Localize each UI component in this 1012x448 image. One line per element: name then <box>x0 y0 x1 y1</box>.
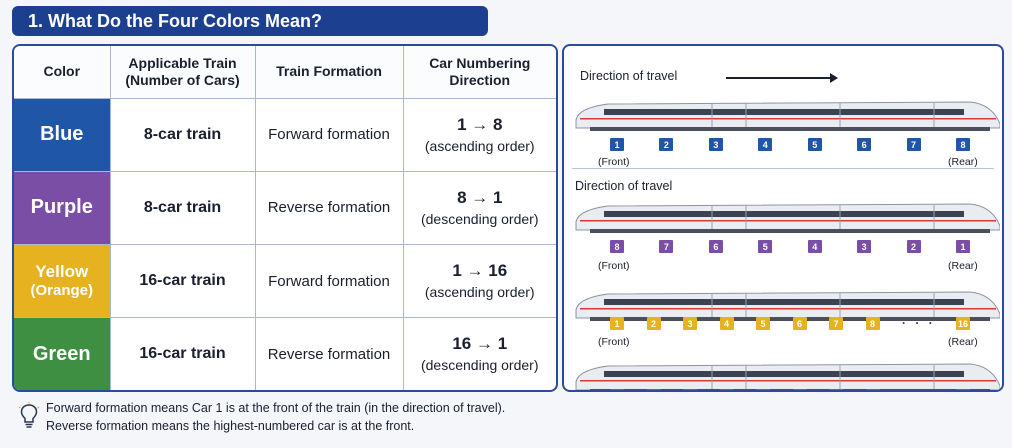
car-number-badge: 6 <box>708 240 723 253</box>
color-cell-green: Green <box>14 317 111 390</box>
car-number-badge: 4 <box>807 240 822 253</box>
direction-cell: 1 → 8 (ascending order) <box>402 97 556 172</box>
order: (ascending order) <box>424 284 535 301</box>
ellipsis: · · · <box>902 388 936 390</box>
formation-cell: Reverse formation <box>254 170 404 245</box>
color-name: Green <box>32 342 91 365</box>
formation-cell: Forward formation <box>254 97 404 172</box>
car-number-badge: 16 <box>610 389 624 390</box>
car-number-badge: 3 <box>708 138 723 151</box>
car-number-badge: 1 <box>610 138 624 151</box>
car-number-badge: 1 <box>956 240 970 253</box>
car-number-badge: 1 <box>610 317 624 330</box>
divider <box>572 168 994 169</box>
sequence: 1 → 16 <box>452 261 508 281</box>
color-name: Purple <box>30 196 93 219</box>
front-label: (Front) <box>598 336 630 348</box>
car-number-badge: 8 <box>610 240 624 253</box>
car-number-badge: 2 <box>906 240 921 253</box>
color-subname: (Orange) <box>30 282 93 300</box>
rear-label: (Rear) <box>948 156 978 168</box>
ellipsis: · · · <box>902 316 936 330</box>
car-number-badge: 15 <box>646 389 661 390</box>
car-number-badge: 9 <box>865 389 880 390</box>
order: (descending order) <box>420 210 539 227</box>
header-applicable-train: Applicable Train (Number of Cars) <box>109 46 256 99</box>
cars-cell: 16-car train <box>109 243 256 319</box>
note-line-1: Forward formation means Car 1 is at the … <box>46 401 506 415</box>
header-color: Color <box>14 46 111 99</box>
car-number-badge: 3 <box>683 317 697 330</box>
direction-cell: 16 → 1 (descending order) <box>402 317 556 390</box>
car-number-badge: 8 <box>865 317 880 330</box>
car-number-badge: 10 <box>829 389 843 390</box>
car-number-badge: 7 <box>829 317 843 330</box>
header-train-formation: Train Formation <box>254 46 404 99</box>
lightbulb-icon <box>18 402 40 428</box>
direction-cell: 8 → 1 (descending order) <box>402 170 556 245</box>
direction-arrow-icon <box>726 73 838 83</box>
car-number-badge: 14 <box>683 389 697 390</box>
car-number-badge: 1 <box>956 389 970 390</box>
sequence: 1 → 8 <box>457 114 503 134</box>
car-number-badge: 4 <box>719 317 734 330</box>
rear-label: (Rear) <box>948 260 978 272</box>
car-number-badge: 6 <box>792 317 807 330</box>
train-illustration <box>575 203 1000 233</box>
note-text: Forward formation means Car 1 is at the … <box>46 400 505 436</box>
color-cell-purple: Purple <box>14 170 111 245</box>
car-number-badge: 7 <box>659 240 674 253</box>
section-title: 1. What Do the Four Colors Mean? <box>12 6 488 36</box>
color-cell-yellow: Yellow (Orange) <box>14 243 111 319</box>
color-name: Blue <box>40 123 84 146</box>
direction-label-top: Direction of travel <box>580 69 678 83</box>
table-row: Yellow (Orange) 16-car train Forward for… <box>14 243 556 319</box>
car-number-badge: 5 <box>756 317 770 330</box>
color-meaning-table: Color Applicable Train (Number of Cars) … <box>12 44 558 392</box>
car-number-badge: 2 <box>646 317 661 330</box>
formation-cell: Reverse formation <box>254 317 404 390</box>
car-number-badge: 7 <box>906 138 921 151</box>
train-illustration <box>575 363 1000 390</box>
car-number-badge: 4 <box>758 138 773 151</box>
direction-label-second: Direction of travel <box>575 179 673 193</box>
car-number-badge: 13 <box>719 389 734 390</box>
train-illustration <box>575 101 1000 131</box>
front-label: (Front) <box>598 260 630 272</box>
cars-cell: 16-car train <box>109 317 256 390</box>
table-row: Green 16-car train Reverse formation 16 … <box>14 317 556 390</box>
car-number-badge: 3 <box>857 240 872 253</box>
front-label: (Front) <box>598 156 630 168</box>
table-row: Purple 8-car train Reverse formation 8 →… <box>14 170 556 245</box>
rear-label: (Rear) <box>948 336 978 348</box>
order: (descending order) <box>420 357 539 374</box>
car-number-badge: 5 <box>758 240 773 253</box>
car-number-badge: 16 <box>956 317 970 330</box>
formation-note: Forward formation means Car 1 is at the … <box>18 400 558 436</box>
color-cell-blue: Blue <box>14 97 111 172</box>
sequence: 16 → 1 <box>452 334 508 354</box>
note-line-2: Reverse formation means the highest-numb… <box>46 418 415 433</box>
car-number-badge: 12 <box>756 389 770 390</box>
train-illustration <box>575 291 1000 321</box>
car-number-badge: 6 <box>857 138 872 151</box>
header-car-numbering-direction: Car Numbering Direction <box>402 46 556 99</box>
car-number-badge: 11 <box>792 389 807 390</box>
car-number-badge: 5 <box>807 138 822 151</box>
sequence: 8 → 1 <box>457 187 503 207</box>
color-name: Yellow <box>35 262 89 281</box>
direction-cell: 1 → 16 (ascending order) <box>402 243 556 319</box>
car-number-badge: 2 <box>659 138 674 151</box>
order: (ascending order) <box>424 137 535 154</box>
cars-cell: 8-car train <box>109 97 256 172</box>
car-number-badge: 8 <box>956 138 970 151</box>
cars-cell: 8-car train <box>109 170 256 245</box>
formation-cell: Forward formation <box>254 243 404 319</box>
table-row: Blue 8-car train Forward formation 1 → 8… <box>14 97 556 172</box>
